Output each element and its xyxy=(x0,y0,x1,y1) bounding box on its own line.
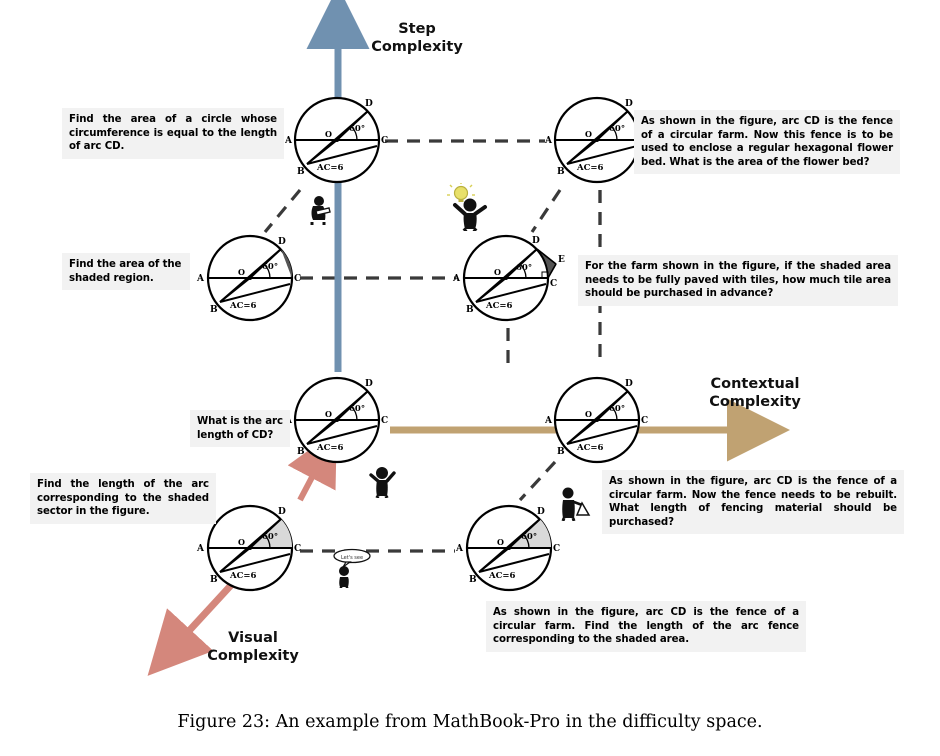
label-A: A xyxy=(545,136,553,146)
circle-diagram-top-right: D A C B O 60° AC=6 xyxy=(545,90,650,190)
shaded-sector xyxy=(509,519,552,548)
label-B: B xyxy=(297,167,305,177)
problem-text-bottom-left: Find the length of the arc corresponding… xyxy=(30,473,216,524)
axis-label-step-line2: Complexity xyxy=(371,39,463,55)
label-B: B xyxy=(557,447,565,457)
label-side: AC=6 xyxy=(488,571,515,581)
circle-diagram-mid-left: D A C B O 60° AC=6 xyxy=(196,228,304,328)
person-idea-icon xyxy=(445,183,493,231)
label-D: D xyxy=(365,99,373,109)
axis-label-visual-line1: Visual xyxy=(228,630,278,646)
label-D: D xyxy=(537,507,545,517)
label-D: D xyxy=(365,379,373,389)
problem-text-center-right: As shown in the figure, arc CD is the fe… xyxy=(602,470,904,535)
label-C: C xyxy=(550,279,557,289)
axis-label-step: Step Complexity xyxy=(352,20,482,56)
problem-text-mid-right: For the farm shown in the figure, if the… xyxy=(578,255,898,306)
circle-diagram-top-left: D A C B O 60° AC=6 xyxy=(285,90,390,190)
problem-text-mid-left: Find the area of the shaded region. xyxy=(62,253,190,291)
label-O: O xyxy=(238,267,245,277)
circle-diagram-mid-right: D E A C B O 60° AC=6 xyxy=(452,228,572,328)
axis-label-visual-line2: Complexity xyxy=(207,648,299,664)
label-angle: 60° xyxy=(521,532,537,542)
label-angle: 60° xyxy=(516,263,532,273)
person-speaking-icon: Let's see xyxy=(326,548,380,588)
label-B: B xyxy=(557,167,565,177)
problem-text-top-right: As shown in the figure, arc CD is the fe… xyxy=(634,110,900,175)
label-A: A xyxy=(196,274,205,284)
label-angle: 60° xyxy=(349,124,365,134)
label-D: D xyxy=(625,99,633,109)
label-D: D xyxy=(532,236,540,246)
label-E: E xyxy=(558,255,565,265)
label-side: AC=6 xyxy=(316,163,343,173)
label-D: D xyxy=(278,507,286,517)
label-C: C xyxy=(381,416,388,426)
axis-label-contextual-line2: Complexity xyxy=(709,394,801,410)
axis-label-visual: Visual Complexity xyxy=(188,629,318,665)
label-C: C xyxy=(381,136,388,146)
figure-caption: Figure 23: An example from MathBook-Pro … xyxy=(177,712,763,732)
label-B: B xyxy=(469,575,477,585)
circle-diagram-bottom-right: D A C B O 60° AC=6 xyxy=(455,498,563,598)
label-A: A xyxy=(196,544,205,554)
shaded-sector xyxy=(250,519,293,548)
label-D: D xyxy=(278,237,286,247)
label-side: AC=6 xyxy=(229,301,256,311)
label-angle: 60° xyxy=(262,532,278,542)
circle-diagram-bottom-left: D A C B O 60° AC=6 xyxy=(196,498,304,598)
label-A: A xyxy=(285,136,293,146)
label-side: AC=6 xyxy=(576,163,603,173)
label-side: AC=6 xyxy=(485,301,512,311)
label-side: AC=6 xyxy=(229,571,256,581)
label-O: O xyxy=(325,409,332,419)
person-carrying-icon xyxy=(555,485,597,521)
label-O: O xyxy=(325,129,332,139)
axis-label-contextual-line1: Contextual xyxy=(710,376,800,392)
axis-label-contextual: Contextual Complexity xyxy=(690,375,820,411)
label-A: A xyxy=(452,274,461,284)
label-O: O xyxy=(497,537,504,547)
problem-text-bottom-right: As shown in the figure, arc CD is the fe… xyxy=(486,601,806,652)
label-B: B xyxy=(210,305,218,315)
label-O: O xyxy=(585,409,592,419)
label-angle: 60° xyxy=(262,262,278,272)
label-angle: 60° xyxy=(609,404,625,414)
label-C: C xyxy=(294,544,301,554)
label-B: B xyxy=(466,305,474,315)
label-C: C xyxy=(553,544,560,554)
label-B: B xyxy=(210,575,218,585)
label-A: A xyxy=(455,544,464,554)
label-D: D xyxy=(625,379,633,389)
label-A: A xyxy=(545,416,553,426)
axis-label-step-line1: Step xyxy=(398,21,436,37)
person-waving-icon xyxy=(366,462,400,498)
label-O: O xyxy=(585,129,592,139)
label-side: AC=6 xyxy=(576,443,603,453)
problem-text-center-left: What is the arc length of CD? xyxy=(190,410,290,448)
label-B: B xyxy=(297,447,305,457)
label-C: C xyxy=(294,274,301,284)
svg-text:Let's see: Let's see xyxy=(341,555,363,561)
circle-diagram-center-left: D A C B O 60° AC=6 xyxy=(285,370,390,470)
problem-text-top-left: Find the area of a circle whose circumfe… xyxy=(62,108,284,159)
label-angle: 60° xyxy=(349,404,365,414)
circle-diagram-center-right: D A C B O 60° AC=6 xyxy=(545,370,650,470)
label-side: AC=6 xyxy=(316,443,343,453)
label-O: O xyxy=(494,267,501,277)
label-angle: 60° xyxy=(609,124,625,134)
person-reading-icon xyxy=(303,192,337,226)
label-C: C xyxy=(641,416,648,426)
label-O: O xyxy=(238,537,245,547)
